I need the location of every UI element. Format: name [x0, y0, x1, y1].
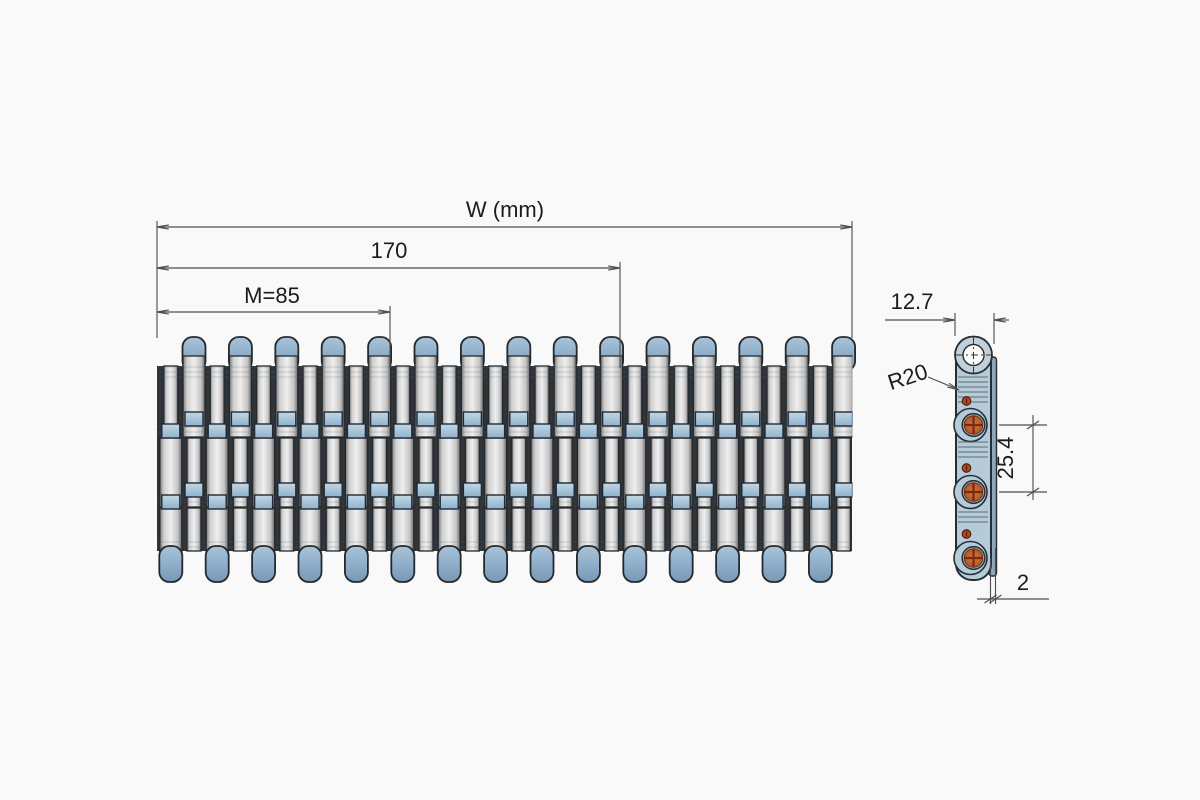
dim-label-w: W (mm): [466, 197, 544, 222]
belt-hinge-block: [184, 482, 204, 498]
dimension-lines: [156, 221, 1049, 604]
belt-hinge-block: [601, 482, 622, 498]
belt-hinge-block: [230, 411, 251, 427]
belt-bottom-tab: [622, 545, 648, 583]
dim-label-r20: R20: [885, 359, 931, 395]
dim-label-m85: M=85: [244, 283, 300, 308]
belt-hinge-block: [346, 423, 367, 439]
belt-hinge-block: [416, 411, 436, 427]
belt-hinge-block: [694, 411, 715, 427]
belt-hinge-block: [764, 423, 784, 439]
belt-hinge-block: [416, 482, 436, 498]
belt-hinge-block: [741, 482, 761, 498]
belt-hinge-block: [485, 423, 506, 439]
belt-hinge-block: [532, 494, 552, 510]
belt-hinge-block: [485, 494, 506, 510]
belt-bottom-tab: [715, 545, 740, 583]
belt-hinge-block: [509, 482, 529, 498]
dim-label-12-7: 12.7: [891, 289, 934, 314]
belt-hinge-block: [393, 423, 413, 439]
belt-hinge-block: [277, 482, 297, 498]
belt-hinge-block: [833, 411, 853, 427]
belt-bottom-tab: [529, 545, 555, 583]
belt-plan-view: [157, 336, 856, 583]
belt-hinge-block: [300, 423, 320, 439]
belt-hinge-block: [625, 494, 645, 510]
belt-bottom-tab: [390, 545, 416, 583]
belt-hinge-block: [253, 423, 274, 439]
belt-hinge-block: [184, 411, 204, 427]
belt-hinge-block: [462, 482, 483, 498]
belt-hinge-block: [578, 494, 599, 510]
dim-label-2: 2: [1017, 570, 1029, 595]
belt-hinge-block: [346, 494, 367, 510]
belt-hinge-block: [555, 482, 575, 498]
belt-hinge-block: [230, 482, 251, 498]
belt-hinge-block: [625, 423, 645, 439]
belt-hinge-block: [810, 494, 831, 510]
belt-hinge-block: [787, 482, 807, 498]
belt-hinge-block: [369, 482, 390, 498]
belt-hinge-block: [810, 423, 831, 439]
belt-bottom-tab: [483, 545, 509, 583]
belt-hinge-block: [648, 411, 668, 427]
belt-hinge-block: [277, 411, 297, 427]
belt-hinge-block: [439, 494, 459, 510]
belt-hinge-block: [601, 411, 622, 427]
belt-bottom-tab: [576, 545, 601, 583]
belt-hinge-block: [462, 411, 483, 427]
belt-hinge-block: [439, 423, 459, 439]
belt-bottom-tab: [204, 545, 230, 583]
belt-hinge-block: [694, 482, 715, 498]
belt-hinge-block: [833, 482, 853, 498]
belt-hinge-block: [671, 494, 691, 510]
belt-hinge-block: [741, 411, 761, 427]
belt-hinge-block: [300, 494, 320, 510]
belt-hinge-block: [393, 494, 413, 510]
belt-hinge-block: [323, 482, 343, 498]
belt-hinge-block: [578, 423, 599, 439]
belt-bottom-tab: [297, 545, 323, 583]
belt-hinge-block: [532, 423, 552, 439]
belt-bottom-tab: [808, 545, 833, 583]
belt-bottom-tab: [251, 545, 277, 583]
belt-hinge-block: [323, 411, 343, 427]
dim-label-170: 170: [371, 238, 408, 263]
belt-hinge-block: [555, 411, 575, 427]
belt-hinge-block: [509, 411, 529, 427]
belt-hinge-block: [161, 423, 181, 439]
belt-bottom-tab: [436, 545, 462, 583]
belt-hinge-block: [648, 482, 668, 498]
belt-side-profile: [953, 335, 998, 581]
belt-hinge-block: [207, 494, 227, 510]
belt-hinge-block: [717, 494, 738, 510]
belt-bottom-tab: [761, 545, 787, 583]
belt-hinge-block: [671, 423, 691, 439]
belt-hinge-block: [207, 423, 227, 439]
belt-bottom-tab: [343, 545, 369, 583]
belt-hinge-block: [717, 423, 738, 439]
dim-label-25-4: 25.4: [993, 437, 1018, 480]
belt-bottom-tab: [668, 545, 694, 583]
belt-hinge-block: [787, 411, 807, 427]
belt-hinge-block: [764, 494, 784, 510]
belt-bottom-tab: [158, 545, 184, 583]
belt-hinge-block: [253, 494, 274, 510]
belt-hinge-block: [161, 494, 181, 510]
belt-hinge-block: [369, 411, 390, 427]
